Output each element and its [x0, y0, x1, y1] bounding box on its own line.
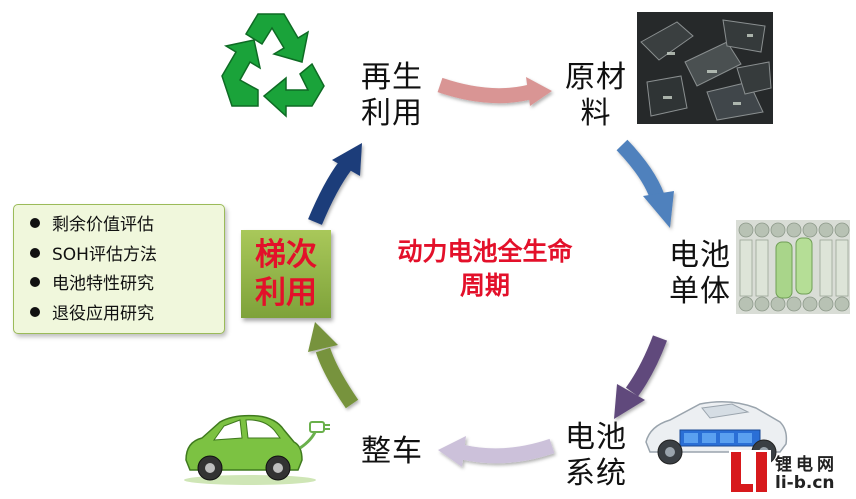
stage-cell: 电池 单体 — [660, 238, 740, 310]
topic-label: 电池特性研究 — [52, 274, 154, 294]
stage-raw-material-line1: 原材 — [565, 60, 627, 95]
stage-raw-material-line2: 料 — [580, 96, 612, 131]
arrow-vehicle-to-cascade — [308, 322, 359, 409]
list-item: 电池特性研究 — [30, 270, 224, 300]
arrow-system-to-vehicle — [438, 436, 555, 467]
stage-cascade-line2: 利用 — [255, 275, 317, 311]
stage-vehicle: 整车 — [361, 434, 423, 469]
raw-material-photo — [637, 12, 773, 124]
stage-system-line1: 电池 — [565, 420, 627, 455]
recycle-icon — [221, 13, 325, 118]
list-item: 退役应用研究 — [30, 300, 224, 330]
watermark: 锂电网 li-b.cn — [729, 446, 856, 499]
stage-cascade-line1: 梯次 — [255, 237, 317, 273]
stage-cascade-utilization: 梯次 利用 — [241, 230, 331, 318]
li-b-logo-icon — [729, 450, 771, 494]
stage-cell-line1: 电池 — [669, 238, 731, 273]
bullet-icon — [30, 306, 40, 317]
watermark-url: li-b.cn — [775, 473, 835, 493]
bullet-icon — [30, 218, 40, 228]
arrow-cascade-to-regen — [308, 143, 362, 225]
center-title-line2: 周期 — [459, 271, 510, 300]
bullet-icon — [30, 277, 40, 287]
cascade-topics-box: 剩余价值评估 SOH评估方法 电池特性研究 退役应用研究 — [13, 204, 225, 334]
topic-label: 退役应用研究 — [52, 303, 154, 324]
watermark-name: 锂电网 — [775, 455, 838, 475]
center-title: 动力电池全生命 周期 — [350, 235, 620, 303]
stage-regeneration-line2: 利用 — [361, 96, 423, 131]
arrow-cell-to-system — [614, 335, 668, 419]
arrow-raw-to-cell — [616, 139, 674, 228]
stage-system-line2: 系统 — [565, 456, 627, 491]
topic-label: SOH评估方法 — [52, 244, 157, 265]
stage-raw-material: 原材 料 — [556, 60, 636, 132]
arrow-regen-to-raw — [437, 77, 552, 106]
electric-car-icon — [184, 414, 330, 485]
list-item: 剩余价值评估 — [30, 211, 224, 241]
battery-cells-photo — [736, 220, 850, 314]
list-item: SOH评估方法 — [30, 241, 224, 271]
stage-regeneration-line1: 再生 — [361, 60, 423, 95]
stage-regeneration: 再生 利用 — [352, 60, 432, 132]
stage-system: 电池 系统 — [556, 420, 636, 492]
battery-system-car-photo — [645, 401, 788, 465]
stage-cell-line2: 单体 — [669, 274, 731, 309]
bullet-icon — [30, 247, 40, 258]
center-title-line1: 动力电池全生命 — [397, 237, 573, 266]
topic-label: 剩余价值评估 — [52, 215, 154, 235]
